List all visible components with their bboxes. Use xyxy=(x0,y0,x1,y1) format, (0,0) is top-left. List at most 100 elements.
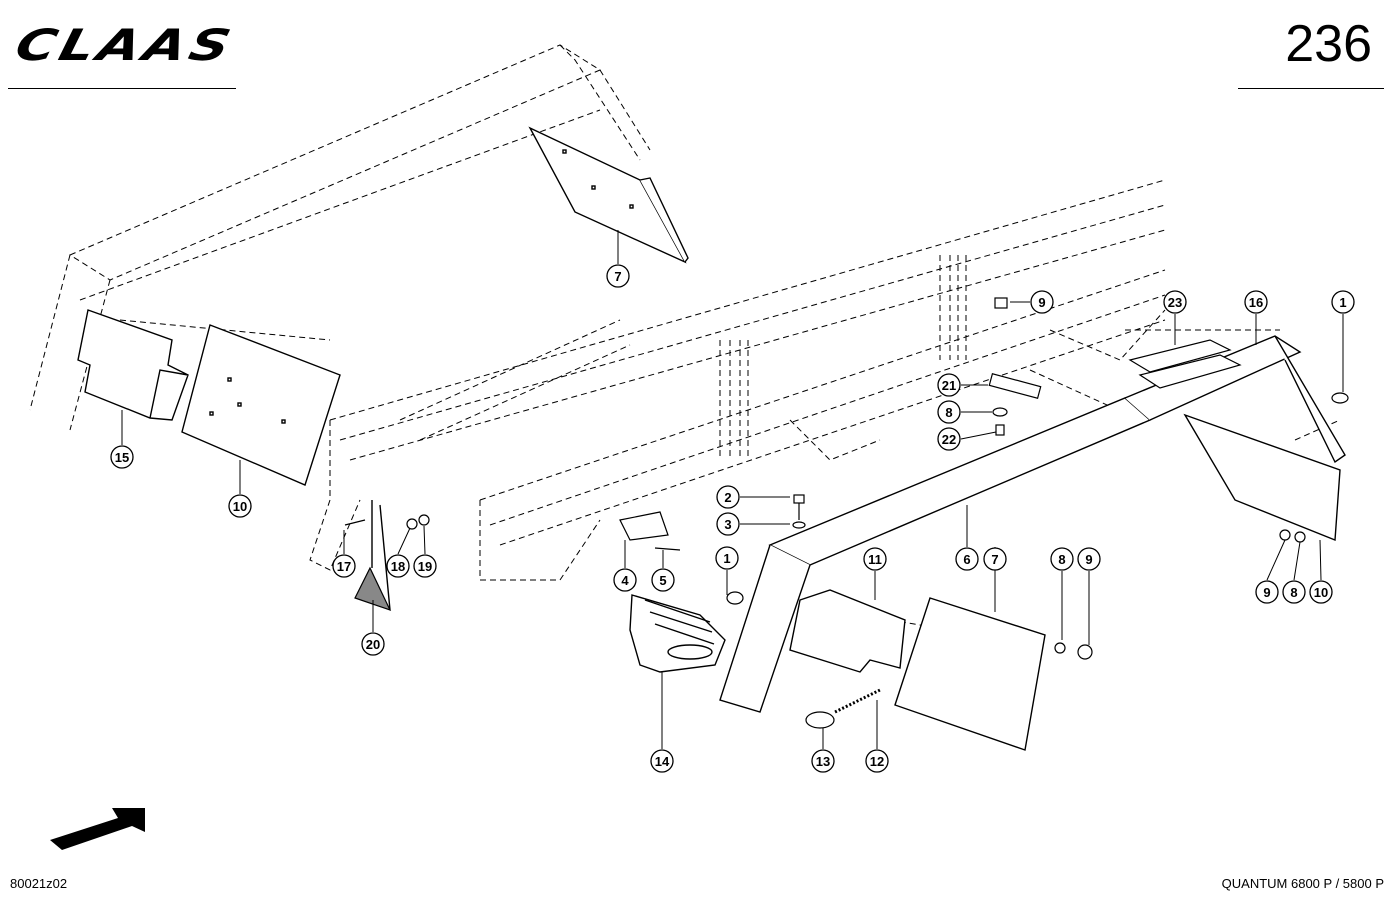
callout-8: 8 xyxy=(937,400,961,424)
callout-number: 8 xyxy=(945,405,952,420)
small-hardware xyxy=(344,297,1349,729)
callout-circle xyxy=(110,445,134,469)
callout-number: 10 xyxy=(1314,585,1328,600)
callout-circle xyxy=(955,547,979,571)
callout-1: 1 xyxy=(715,546,739,570)
main-beam xyxy=(719,335,1346,713)
callout-number: 3 xyxy=(724,517,731,532)
callout-number: 8 xyxy=(1290,585,1297,600)
callout-18: 18 xyxy=(386,554,410,578)
callout-circle xyxy=(811,749,835,773)
callout-circle xyxy=(1255,580,1279,604)
callout-7: 7 xyxy=(606,264,630,288)
callout-number: 23 xyxy=(1168,295,1182,310)
callout-10: 10 xyxy=(228,494,252,518)
callout-number: 22 xyxy=(942,432,956,447)
callout-8: 8 xyxy=(1282,580,1306,604)
callout-circle xyxy=(1050,547,1074,571)
mudguard-panel-left xyxy=(181,324,341,486)
leader-lines xyxy=(121,230,1344,749)
callout-number: 9 xyxy=(1085,552,1092,567)
callout-15: 15 xyxy=(110,445,134,469)
callout-number: 18 xyxy=(391,559,405,574)
callout-8: 8 xyxy=(1050,547,1074,571)
callout-9: 9 xyxy=(1255,580,1279,604)
callout-number: 19 xyxy=(418,559,432,574)
callout-number: 9 xyxy=(1263,585,1270,600)
callout-circle xyxy=(1282,580,1306,604)
callout-number: 10 xyxy=(233,499,247,514)
callout-number: 16 xyxy=(1249,295,1263,310)
drawing-code: 80021z02 xyxy=(10,876,68,891)
callout-circle xyxy=(613,568,637,592)
bracket-left xyxy=(77,309,189,421)
callout-5: 5 xyxy=(651,568,675,592)
page-number: 236 xyxy=(1285,15,1372,73)
callout-number: 17 xyxy=(337,559,351,574)
callout-number: 6 xyxy=(963,552,970,567)
callout-number: 8 xyxy=(1058,552,1065,567)
callout-number: 1 xyxy=(1339,295,1346,310)
direction-arrow-icon xyxy=(50,808,145,850)
callout-circle xyxy=(865,749,889,773)
callout-circle xyxy=(228,494,252,518)
reflector-20 xyxy=(354,500,392,612)
callout-circle xyxy=(1030,290,1054,314)
callout-11: 11 xyxy=(863,547,887,571)
callout-10: 10 xyxy=(1309,580,1333,604)
callout-9: 9 xyxy=(1077,547,1101,571)
mounting-bracket-center xyxy=(789,589,906,673)
callout-22: 22 xyxy=(937,427,961,451)
callout-1: 1 xyxy=(1331,290,1355,314)
callout-circle xyxy=(651,568,675,592)
callout-number: 7 xyxy=(614,269,621,284)
callout-number: 20 xyxy=(366,637,380,652)
step-14 xyxy=(629,594,726,673)
callout-17: 17 xyxy=(332,554,356,578)
callout-circle xyxy=(1163,290,1187,314)
callout-circle xyxy=(332,554,356,578)
callout-number: 9 xyxy=(1038,295,1045,310)
callout-circle xyxy=(983,547,1007,571)
callout-12: 12 xyxy=(865,749,889,773)
callout-circle xyxy=(650,749,674,773)
callout-13: 13 xyxy=(811,749,835,773)
callout-circle xyxy=(715,546,739,570)
callout-number: 21 xyxy=(942,378,956,393)
callout-number: 13 xyxy=(816,754,830,769)
callout-circle xyxy=(1309,580,1333,604)
header-rule-left xyxy=(8,88,236,89)
callout-number: 4 xyxy=(621,573,629,588)
callout-circle xyxy=(937,400,961,424)
callout-circle xyxy=(937,373,961,397)
mudguard-panel-top xyxy=(528,126,689,264)
callout-7: 7 xyxy=(983,547,1007,571)
callout-6: 6 xyxy=(955,547,979,571)
model-name: QUANTUM 6800 P / 5800 P xyxy=(1221,876,1384,891)
callout-16: 16 xyxy=(1244,290,1268,314)
callout-19: 19 xyxy=(413,554,437,578)
header-rule-right xyxy=(1238,88,1384,89)
callout-circle xyxy=(1244,290,1268,314)
callout-circle xyxy=(716,512,740,536)
callout-20: 20 xyxy=(361,632,385,656)
callout-4: 4 xyxy=(613,568,637,592)
callout-number: 5 xyxy=(659,573,666,588)
callout-number: 14 xyxy=(655,754,670,769)
callout-23: 23 xyxy=(1163,290,1187,314)
callout-circle xyxy=(716,485,740,509)
callout-3: 3 xyxy=(716,512,740,536)
callout-9: 9 xyxy=(1030,290,1054,314)
callout-circle xyxy=(863,547,887,571)
mudguard-panel-right xyxy=(894,413,1341,751)
callout-circle xyxy=(386,554,410,578)
callout-2: 2 xyxy=(716,485,740,509)
callout-number: 12 xyxy=(870,754,884,769)
callout-21: 21 xyxy=(937,373,961,397)
callout-14: 14 xyxy=(650,749,674,773)
callout-number: 1 xyxy=(723,551,730,566)
callout-circle xyxy=(937,427,961,451)
